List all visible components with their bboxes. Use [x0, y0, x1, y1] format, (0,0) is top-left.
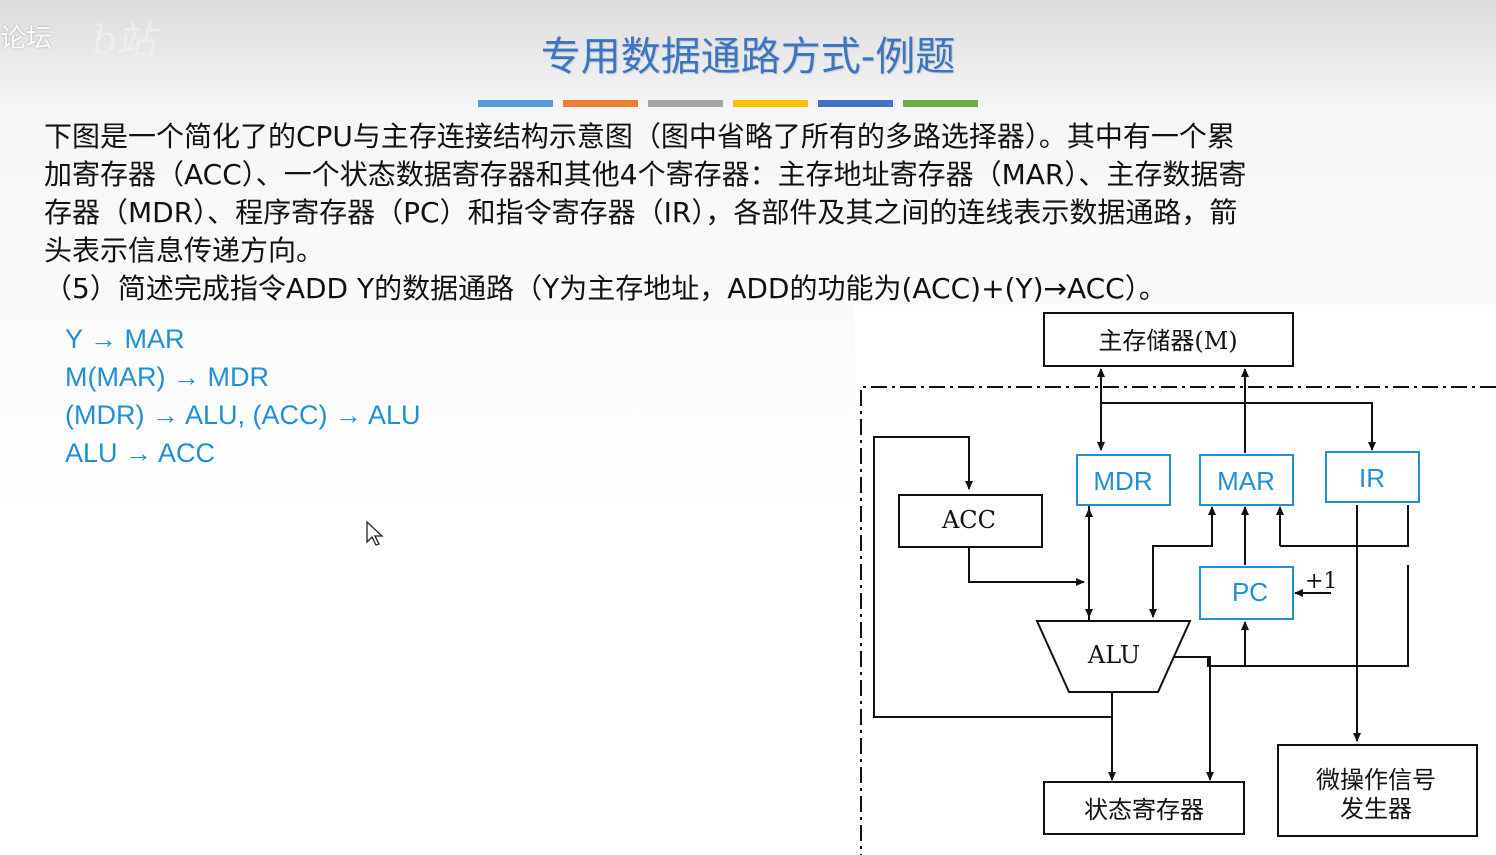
watermark-text: 论坛 [0, 24, 53, 54]
accent-bar [648, 100, 723, 107]
problem-line: 加寄存器（ACC）、一个状态数据寄存器和其他4个寄存器：主存地址寄存器（MAR）… [44, 158, 1247, 191]
mar-register [1199, 454, 1294, 506]
pc-register [1199, 566, 1294, 620]
status-register [1043, 781, 1245, 835]
cpu-memory-diagram: 主存储器(M) MDR MAR IR ACC PC +1 ALU 状态寄存器 微… [855, 305, 1496, 855]
alu-label: ALU [1087, 641, 1140, 669]
micro-op-label-line1: 微操作信号 [1316, 766, 1436, 794]
problem-line: 头表示信息传递方向。 [44, 234, 325, 267]
accent-bars [478, 100, 978, 107]
mdr-label: MDR [1093, 466, 1152, 496]
micro-op-generator [1277, 744, 1478, 837]
main-memory-box [1043, 312, 1294, 367]
mouse-cursor-icon [366, 520, 384, 546]
main-memory-label: 主存储器(M) [1098, 327, 1237, 355]
accent-bar [903, 100, 978, 107]
answer-step: ALU → ACC [65, 438, 216, 468]
mar-label: MAR [1217, 466, 1275, 496]
alu-unit [1035, 620, 1192, 693]
answer-step: M(MAR) → MDR [65, 362, 269, 392]
ir-label: IR [1359, 463, 1385, 493]
accent-bar [733, 100, 808, 107]
cpu-boundary [860, 386, 1496, 855]
watermark-logo: b站 [92, 18, 156, 64]
problem-line: 存器（MDR）、程序寄存器（PC）和指令寄存器（IR），各部件及其之间的连线表示… [44, 196, 1238, 229]
answer-steps: Y → MAR M(MAR) → MDR (MDR) → ALU, (ACC) … [65, 320, 421, 472]
accent-bar [563, 100, 638, 107]
problem-text: 下图是一个简化了的CPU与主存连接结构示意图（图中省略了所有的多路选择器）。其中… [44, 118, 1404, 308]
acc-label: ACC [941, 506, 996, 534]
increment-label: +1 [1305, 569, 1337, 594]
accent-bar [818, 100, 893, 107]
ir-register [1325, 451, 1420, 503]
pc-label: PC [1232, 577, 1268, 607]
question-line: （5）简述完成指令ADD Y的数据通路（Y为主存地址，ADD的功能为(ACC)+… [44, 272, 1167, 305]
answer-step: Y → MAR [65, 324, 185, 354]
problem-line: 下图是一个简化了的CPU与主存连接结构示意图（图中省略了所有的多路选择器）。其中… [44, 120, 1235, 153]
mdr-register [1076, 454, 1171, 506]
answer-step: (MDR) → ALU, (ACC) → ALU [65, 400, 421, 430]
accent-bar [478, 100, 553, 107]
status-register-label: 状态寄存器 [1084, 796, 1204, 824]
slide-title: 专用数据通路方式-例题 [540, 34, 956, 80]
micro-op-label-line2: 发生器 [1340, 795, 1412, 823]
acc-register [898, 494, 1043, 548]
